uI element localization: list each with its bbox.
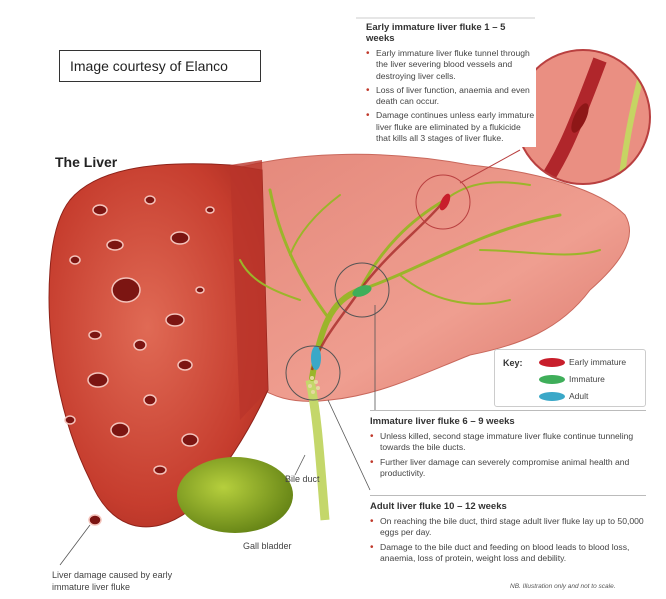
early-immature-fluke-icon	[539, 358, 565, 367]
damage-label-line1: Liver damage caused by early	[52, 570, 173, 580]
zoom-connector	[459, 149, 521, 184]
image-credit: Image courtesy of Elanco	[59, 50, 261, 82]
magnifier-immature	[334, 262, 390, 318]
key-title: Key:	[503, 358, 523, 368]
scale-note: NB. Illustration only and not to scale.	[510, 583, 616, 590]
immature-stage-bullet: Further liver damage can severely compro…	[370, 457, 646, 480]
immature-fluke-icon	[539, 375, 565, 384]
early-stage-bullet: Early immature liver fluke tunnel throug…	[366, 48, 536, 82]
key-label: Early immature	[569, 357, 627, 367]
adult-fluke-icon	[539, 392, 565, 401]
damage-label-line2: immature liver fluke	[52, 582, 131, 592]
adult-stage-heading: Adult liver fluke 10 – 12 weeks	[370, 501, 507, 512]
bile-duct-tree	[239, 181, 601, 381]
adult-fluke	[311, 346, 321, 370]
adult-stage-bullet: On reaching the bile duct, third stage a…	[370, 516, 646, 539]
early-stage-bullet: Loss of liver function, anaemia and even…	[366, 85, 536, 108]
liver-left-lobe	[48, 163, 269, 528]
early-stage-heading: Early immature liver fluke 1 – 5 weeks	[366, 22, 506, 44]
gall-bladder	[177, 457, 293, 533]
immature-stage-heading: Immature liver fluke 6 – 9 weeks	[370, 416, 515, 427]
legend-key: Key: Early immature Immature Adult	[494, 349, 646, 407]
key-label: Adult	[569, 391, 589, 401]
key-label: Immature	[569, 374, 605, 384]
diagram-title: The Liver	[55, 154, 118, 170]
adult-stage-panel: Adult liver fluke 10 – 12 weeks On reach…	[370, 495, 646, 568]
liver-lesions	[64, 195, 215, 526]
immature-fluke	[352, 285, 372, 297]
fluke-eggs	[308, 376, 320, 394]
liver-right-lobe	[229, 153, 631, 402]
immature-stage-panel: Immature liver fluke 6 – 9 weeks Unless …	[370, 410, 646, 483]
leader-lines	[59, 305, 376, 566]
adult-stage-bullet: Damage to the bile duct and feeding on b…	[370, 542, 646, 565]
bile-duct-label: Bile duct	[285, 474, 320, 484]
zoom-inset	[515, 49, 651, 185]
early-stage-bullet: Damage continues unless early immature l…	[366, 110, 536, 144]
liver-cut-surface	[230, 160, 268, 420]
magnifier-early	[415, 174, 471, 230]
immature-stage-bullet: Unless killed, second stage immature liv…	[370, 431, 646, 454]
early-immature-fluke	[439, 193, 451, 211]
early-stage-panel: Early immature liver fluke 1 – 5 weeks E…	[366, 22, 536, 148]
magnifier-adult	[285, 345, 341, 401]
gall-bladder-label: Gall bladder	[243, 541, 292, 551]
